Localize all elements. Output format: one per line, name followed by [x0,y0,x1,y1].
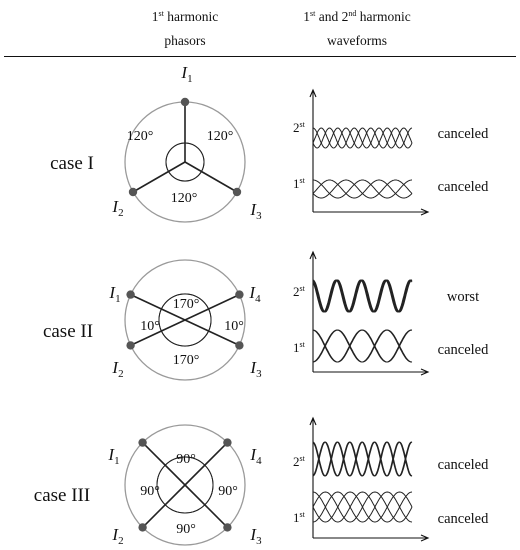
case-3-angle-arc-1 [164,456,206,466]
case-2-h2-wave-2 [312,279,413,313]
case-3-h1-wave-3 [312,491,413,523]
case-1-x-arrow [420,208,430,216]
case-3-phasor-3 [142,484,186,528]
case-1-current-label-3: I3 [249,200,262,222]
case-2-phasor-4 [184,319,240,347]
header-waveforms: 1st and 2nd harmonic waveforms [262,2,452,53]
case-1-current-label-1: I1 [180,63,192,85]
case-2-label: case II [43,321,93,342]
case-1-y-arrow [309,88,317,98]
case-2-phasor-tip-3 [126,341,135,350]
case-3-phasor-tip-3 [138,523,147,532]
case-1-phasor-2 [132,161,186,193]
case-3-current-label-2: I4 [249,445,262,467]
case-3-phasor-tip-2 [223,438,232,447]
case-1-angle-arc-1 [184,142,205,172]
case-3-angle-label-4: 90° [176,522,196,537]
case-3-angle-label-3: 90° [218,484,238,499]
case-3-h2-wave-2 [312,441,413,477]
case-3-current-label-1: I1 [107,445,119,467]
case-1-phasor-tip-3 [232,187,242,197]
case-2-phasor-2 [184,293,240,321]
case-2-h1-label: 1st [293,340,306,355]
case-3-angle-arc-4 [164,504,206,514]
case-1-angle-arc-2 [165,142,186,172]
case-3-result-1: canceled [438,457,489,473]
case-2-result-2: canceled [438,342,489,358]
case-3-angle-arc-2 [156,464,166,506]
header-phasors: 1st harmonic phasors [120,2,250,53]
case-1-h2-label: 2st [293,120,306,135]
case-1-result-1: canceled [438,126,489,142]
case-2-current-label-2: I4 [248,283,261,305]
case-1-h1-label: 1st [293,176,306,191]
case-3-phasor-1 [142,442,186,486]
header-phasors-line2: phasors [164,33,206,48]
case-2-h1-wave-1 [312,329,413,363]
case-1-phasor-tip-1 [180,97,190,107]
case-3-angle-label-2: 90° [140,484,160,499]
case-1-phasor-3 [184,161,238,193]
case-3-phasor-2 [184,442,228,486]
header-divider [4,56,516,57]
case-2-phasor-tip-1 [126,290,135,299]
case-1-h1-wave-3 [312,179,413,199]
case-1-label: case I [50,153,94,174]
case-2-angle-arc-4 [160,330,210,347]
case-1-angle-label-3: 120° [171,191,198,206]
case-3-label: case III [34,485,90,506]
case-2-phasor-1 [130,293,186,321]
case-3-h2-wave-4 [312,441,413,477]
case-2-angle-label-1: 170° [173,297,200,312]
case-2-x-arrow [420,368,430,376]
case-3-current-label-4: I3 [249,525,262,547]
case-3-h1-label: 1st [293,510,306,525]
case-2-h2-label: 2st [293,284,306,299]
case-3-angle-label-1: 90° [176,452,196,467]
case-2-result-1: worst [447,289,479,305]
case-3-phasor-tip-4 [223,523,232,532]
case-2-y-arrow [309,250,317,260]
case-2-angle-label-3: 10° [224,319,244,334]
case-1-phasor-tip-2 [128,187,138,197]
case-1-angle-label-2: 120° [207,129,234,144]
case-3-result-2: canceled [438,511,489,527]
case-2-current-label-1: I1 [108,283,120,305]
case-2-phasor-tip-2 [235,290,244,299]
case-3-h1-wave-4 [312,491,413,523]
case-3-current-label-3: I2 [111,525,123,547]
case-2-angle-arc-2 [158,308,162,332]
header-waveforms-line2: waveforms [327,33,387,48]
case-1-result-2: canceled [438,179,489,195]
case-2-h1-wave-4 [312,329,413,363]
case-2-current-label-3: I2 [111,358,123,380]
case-1-angle-label-1: 120° [127,129,154,144]
case-3-x-arrow [420,534,430,542]
header-phasors-line1: 1st harmonic [151,9,219,24]
case-2-angle-arc-1 [160,293,210,310]
case-3-phasor-tip-1 [138,438,147,447]
case-3-h1-wave-1 [312,491,413,523]
case-3-y-arrow [309,416,317,426]
case-2-current-label-4: I3 [249,358,262,380]
case-2-h2-wave-4 [312,279,413,313]
case-3-h2-label: 2st [293,454,306,469]
header-waveforms-line1: 1st and 2nd harmonic [303,9,411,24]
case-1-h2-wave-3 [312,127,413,149]
case-3-phasor-circle [124,424,246,546]
case-2-h2-wave-3 [312,279,413,313]
case-2-angle-label-2: 10° [140,319,160,334]
case-2-h1-wave-3 [312,329,413,363]
case-3-angle-arc-3 [204,464,214,506]
case-2-phasor-3 [130,319,186,347]
case-2-h1-wave-2 [312,329,413,363]
case-2-phasor-tip-4 [235,341,244,350]
case-2-angle-arc-3 [208,308,212,332]
case-1-current-label-2: I2 [111,197,123,219]
case-3-phasor-4 [184,484,228,528]
case-2-phasor-circle [124,259,246,381]
case-1-angle-arc-3 [168,171,202,182]
case-2-angle-label-4: 170° [173,353,200,368]
